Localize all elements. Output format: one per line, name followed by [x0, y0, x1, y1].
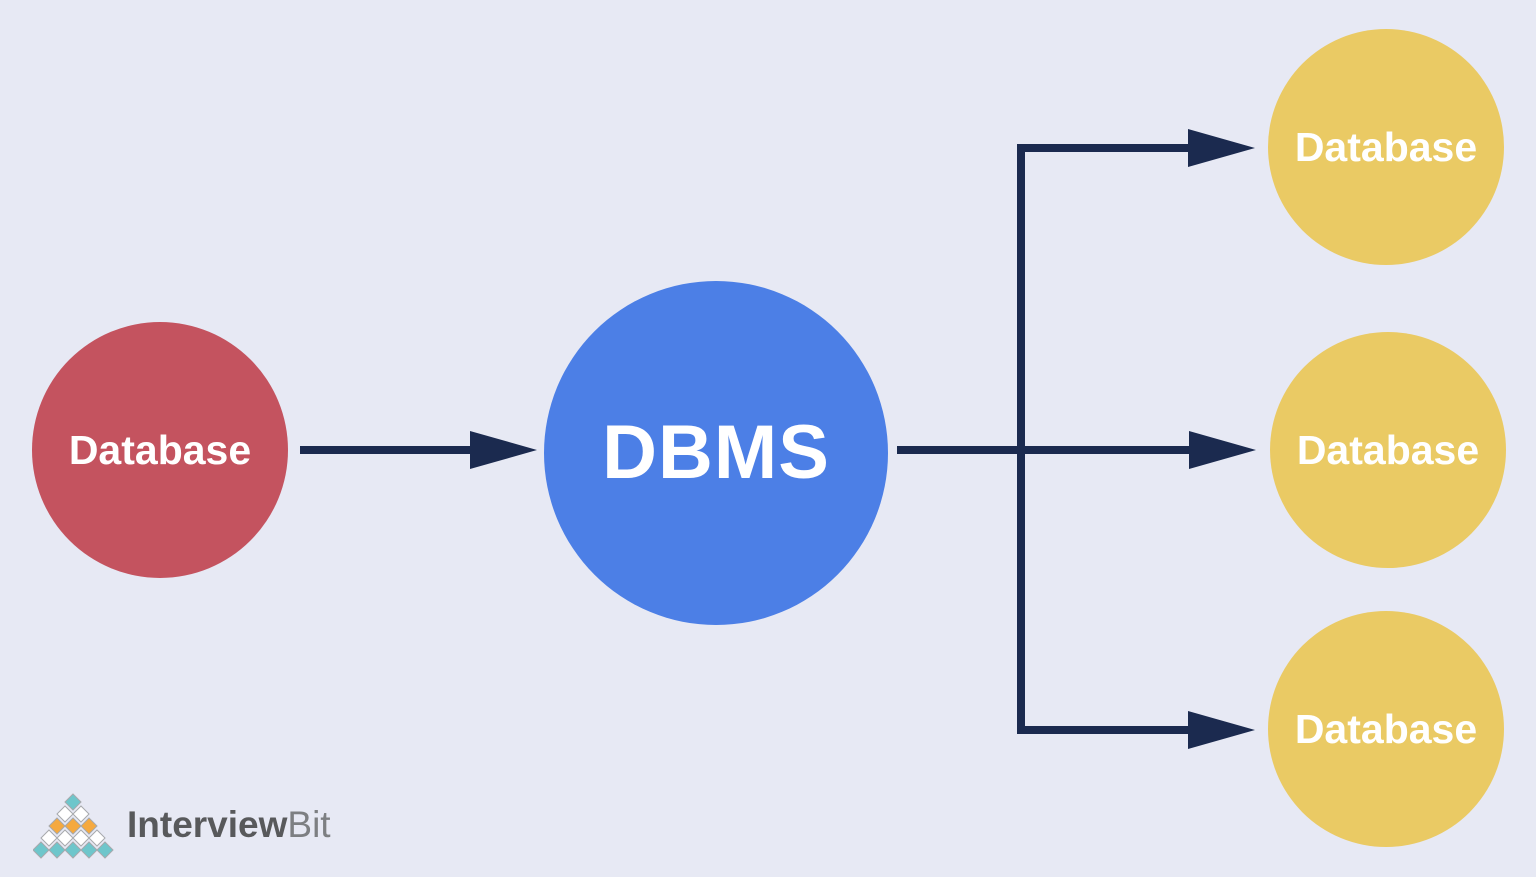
arrow-source-to-dbms [300, 431, 537, 469]
target-database-node-top: Database [1268, 29, 1504, 265]
logo-brand-secondary: Bit [287, 803, 331, 845]
interviewbit-logo: InterviewBit [33, 793, 331, 859]
arrow-branch-to-top-target [1018, 129, 1255, 167]
target-database-node-middle: Database [1270, 332, 1506, 568]
source-database-node: Database [32, 322, 288, 578]
interviewbit-logo-text: InterviewBit [127, 806, 331, 847]
target-database-label: Database [1294, 123, 1478, 170]
target-database-label: Database [1294, 705, 1478, 752]
arrowhead-icon [470, 431, 537, 469]
target-database-node-bottom: Database [1268, 611, 1504, 847]
arrow-dbms-to-middle-target [897, 431, 1256, 469]
source-database-label: Database [68, 426, 252, 473]
arrowhead-icon [1189, 431, 1256, 469]
dbms-label: DBMS [602, 410, 830, 495]
arrow-branch-to-bottom-target [1018, 711, 1255, 749]
arrowhead-icon [1188, 129, 1255, 167]
arrowhead-icon [1188, 711, 1255, 749]
diamond-pyramid-icon [33, 793, 114, 859]
logo-brand-primary: Interview [127, 803, 288, 845]
target-database-label: Database [1296, 426, 1480, 473]
dbms-node: DBMS [544, 281, 888, 625]
